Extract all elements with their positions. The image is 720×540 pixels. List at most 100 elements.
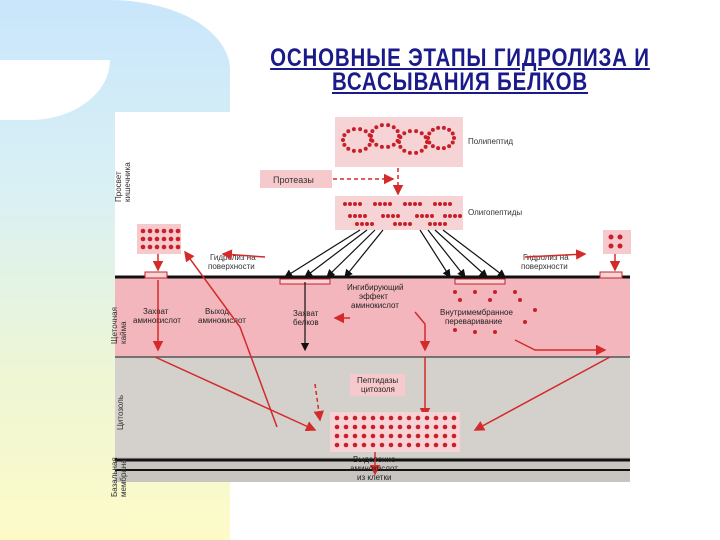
hydrolysis-left-label: Гидролиз на поверхности: [208, 253, 258, 271]
capture-aa-2: аминокислот: [133, 316, 181, 325]
oligopeptide-bead: [348, 202, 352, 206]
polypeptide-bead: [450, 140, 455, 145]
oligopeptide-bead: [420, 214, 424, 218]
hydro-right-1: Гидролиз на: [523, 253, 569, 262]
oligopeptide-bead: [353, 214, 357, 218]
proteases-box: [260, 170, 332, 188]
brush-border-beads: [453, 290, 537, 334]
release-cell-1: Выделение: [353, 455, 396, 464]
polypeptide-bead: [351, 127, 356, 132]
release-aa-label: Выход аминокислот: [198, 307, 246, 325]
polypeptide-bead: [450, 131, 455, 136]
pool-bead: [406, 433, 412, 439]
polypeptide-bead: [426, 136, 430, 140]
brush-border-bead: [523, 320, 527, 324]
oligopeptide-bead: [370, 222, 374, 226]
polypeptide-bead: [391, 142, 396, 147]
cytosol-pept-1: Пептидазы: [357, 376, 398, 385]
polypeptide-bead: [346, 146, 351, 151]
amino-acid-bead: [175, 244, 181, 250]
capture-protein-2: белков: [293, 318, 319, 327]
brush-border-bead: [488, 298, 492, 302]
polypeptide-bead: [419, 131, 424, 136]
oligopeptide-bead: [358, 214, 362, 218]
pool-bead: [370, 424, 376, 430]
title-line-2: ВСАСЫВАНИЯ БЕЛКОВ: [331, 68, 589, 96]
amino-acid-bead: [175, 228, 181, 234]
pool-bead: [397, 415, 403, 421]
oligopeptide-bead: [430, 214, 434, 218]
amino-acid-bead: [147, 228, 153, 234]
pool-bead: [379, 442, 385, 448]
polypeptide-bead: [342, 133, 347, 138]
amino-acid-bead: [147, 236, 153, 242]
oligopeptide-bead: [443, 214, 447, 218]
oligopeptide-beads: [343, 202, 462, 226]
side-lumen-1: Просвет: [114, 171, 123, 202]
polypeptide-bead: [447, 144, 452, 149]
inhibitory-2: эффект: [359, 292, 388, 301]
oligopeptide-bead: [358, 202, 362, 206]
pool-bead: [343, 424, 349, 430]
polypeptide-bead: [363, 129, 368, 134]
pool-bead: [370, 433, 376, 439]
amino-acid-bead: [161, 236, 167, 242]
oligopeptide-bead: [443, 222, 447, 226]
side-label-cytosol: Цитозоль: [116, 395, 125, 430]
pool-bead: [442, 433, 448, 439]
capture-protein-label: Захват белков: [293, 309, 321, 327]
oligopeptide-bead: [381, 214, 385, 218]
pool-bead: [352, 415, 358, 421]
pool-bead: [415, 442, 421, 448]
right-amino-acid-box: [603, 230, 631, 254]
pool-bead: [352, 433, 358, 439]
pool-bead: [343, 415, 349, 421]
pool-bead: [433, 433, 439, 439]
polypeptide-bead: [367, 142, 372, 147]
pool-bead: [433, 415, 439, 421]
inhibitory-3: аминокислот: [351, 301, 399, 310]
polypeptide-bead: [423, 144, 428, 149]
oligopeptide-bead: [448, 214, 452, 218]
pool-bead: [334, 415, 340, 421]
oligopeptide-bead: [403, 222, 407, 226]
right-amino-acid-beads: [608, 234, 623, 249]
hydro-right-2: поверхности: [521, 262, 568, 271]
brush-border-bead: [453, 290, 457, 294]
polypeptide-bead: [370, 129, 375, 134]
oligopeptide-bead: [433, 222, 437, 226]
oligopeptide-bead: [388, 202, 392, 206]
polypeptide-bead: [427, 140, 432, 145]
pool-bead: [388, 415, 394, 421]
pool-bead: [397, 433, 403, 439]
oligopeptide-bead: [433, 202, 437, 206]
oligopeptides-label: Олигопептиды: [468, 208, 522, 217]
polypeptide-bead: [374, 125, 379, 130]
hydrolysis-right-label: Гидролиз на поверхности: [521, 253, 571, 271]
amino-acid-bead: [161, 244, 167, 250]
brush-border-bead: [453, 328, 457, 332]
pool-bead: [415, 433, 421, 439]
amino-acid-bead: [161, 228, 167, 234]
polypeptide-bead: [379, 144, 384, 149]
oligopeptide-bead: [343, 202, 347, 206]
pool-bead: [451, 433, 457, 439]
pool-bead: [424, 424, 430, 430]
oligopeptide-bead: [448, 202, 452, 206]
polypeptide-bead: [436, 125, 441, 130]
proteases-label: Протеазы: [273, 175, 314, 185]
hydro-left-1: Гидролиз на: [210, 253, 256, 262]
pool-bead: [334, 424, 340, 430]
oligopeptide-bead: [378, 202, 382, 206]
release-aa-2: аминокислот: [198, 316, 246, 325]
polypeptide-bead: [369, 134, 373, 138]
polypeptide-bead: [407, 150, 412, 155]
brush-border-bead: [458, 298, 462, 302]
pool-bead: [442, 424, 448, 430]
side-lumen-2: кишечника: [123, 162, 132, 202]
oligopeptide-bead: [458, 214, 462, 218]
cytosol-pept-2: цитозоля: [361, 385, 395, 394]
polypeptide-bead: [402, 131, 407, 136]
polypeptide-bead: [436, 146, 441, 151]
pool-bead: [397, 442, 403, 448]
